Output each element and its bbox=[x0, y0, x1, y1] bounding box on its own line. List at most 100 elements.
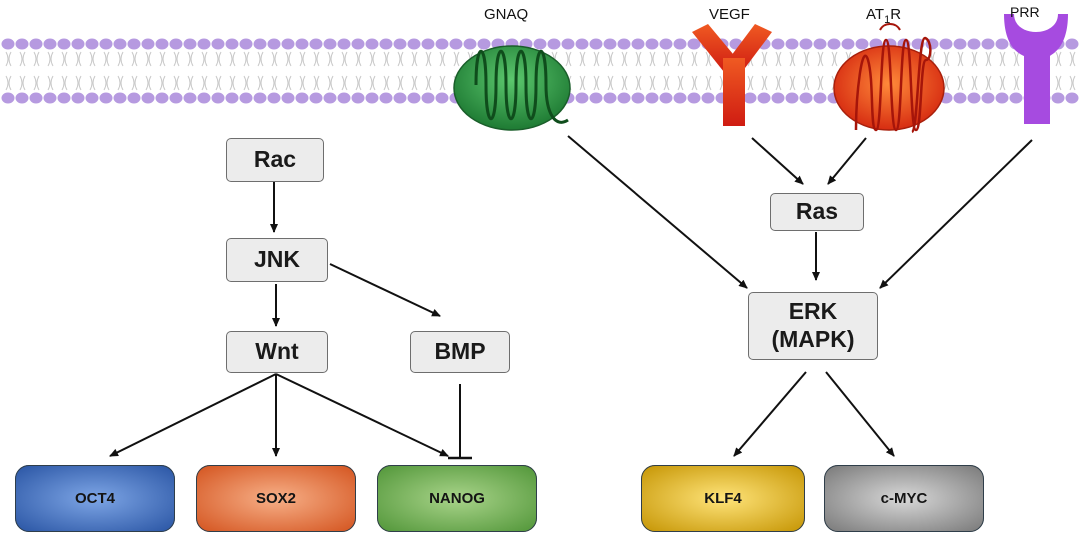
lipid-head bbox=[379, 92, 393, 104]
lipid-tail bbox=[1069, 75, 1073, 91]
lipid-head bbox=[449, 38, 463, 50]
lipid-tail bbox=[1016, 51, 1020, 67]
lipid-head bbox=[981, 92, 995, 104]
lipid-tail bbox=[442, 51, 446, 67]
lipid-tail bbox=[204, 51, 208, 67]
lipid-tail bbox=[1072, 75, 1076, 91]
prr-receptor bbox=[1004, 14, 1068, 124]
lipid-head bbox=[169, 92, 183, 104]
arrow-vegf-to-ras bbox=[751, 137, 804, 185]
lipid-tail bbox=[344, 75, 348, 91]
arrow-at1r-to-ras bbox=[827, 137, 867, 185]
lipid-tail bbox=[274, 51, 278, 67]
lipid-head bbox=[309, 92, 323, 104]
at1r-label-subscript: 1 bbox=[884, 14, 891, 26]
lipid-head bbox=[575, 38, 589, 50]
lipid-tail bbox=[974, 51, 978, 67]
erk-label: ERK bbox=[788, 298, 838, 325]
lipid-tail bbox=[299, 75, 303, 91]
lipid-tail bbox=[131, 51, 135, 67]
lipid-tail bbox=[988, 75, 992, 91]
lipid-tail bbox=[778, 75, 782, 91]
lipid-tail bbox=[78, 51, 82, 67]
lipid-tail bbox=[47, 51, 51, 67]
lipid-head bbox=[995, 92, 1009, 104]
lipid-tail bbox=[201, 75, 205, 91]
lipid-tail bbox=[414, 75, 418, 91]
lipid-tail bbox=[50, 75, 54, 91]
lipid-tail bbox=[355, 75, 359, 91]
lipid-head bbox=[813, 92, 827, 104]
lipid-head bbox=[197, 38, 211, 50]
lipid-head bbox=[197, 92, 211, 104]
lipid-head bbox=[589, 38, 603, 50]
vegf-label: VEGF bbox=[709, 6, 750, 23]
lipid-head bbox=[841, 38, 855, 50]
lipid-tail bbox=[229, 51, 233, 67]
lipid-head bbox=[421, 92, 435, 104]
lipid-head bbox=[589, 92, 603, 104]
lipid-tail bbox=[257, 75, 261, 91]
lipid-head bbox=[953, 38, 967, 50]
lipid-head bbox=[645, 38, 659, 50]
lipid-tail bbox=[663, 75, 667, 91]
lipid-tail bbox=[400, 51, 404, 67]
lipid-head bbox=[169, 38, 183, 50]
lipid-tail bbox=[960, 75, 964, 91]
lipid-tail bbox=[1069, 51, 1073, 67]
lipid-head bbox=[29, 92, 43, 104]
lipid-tail bbox=[64, 75, 68, 91]
vegf-receptor bbox=[692, 24, 772, 126]
lipid-tail bbox=[330, 51, 334, 67]
lipid-tail bbox=[1016, 75, 1020, 91]
lipid-tail bbox=[218, 51, 222, 67]
lipid-tail bbox=[624, 75, 628, 91]
lipid-head bbox=[687, 38, 701, 50]
lipid-head bbox=[827, 38, 841, 50]
lipid-tail bbox=[582, 51, 586, 67]
lipid-tail bbox=[680, 51, 684, 67]
lipid-tail bbox=[162, 51, 166, 67]
lipid-tail bbox=[78, 75, 82, 91]
klf4-box: KLF4 bbox=[641, 465, 805, 532]
lipid-tail bbox=[299, 51, 303, 67]
arrows bbox=[109, 135, 1033, 460]
lipid-tail bbox=[778, 51, 782, 67]
lipid-tail bbox=[341, 75, 345, 91]
lipid-tail bbox=[789, 75, 793, 91]
lipid-head bbox=[57, 38, 71, 50]
at1r-label-prefix: AT bbox=[866, 6, 885, 23]
lipid-head bbox=[393, 38, 407, 50]
lipid-head bbox=[85, 92, 99, 104]
lipid-head bbox=[785, 38, 799, 50]
lipid-tail bbox=[1055, 75, 1059, 91]
lipid-tail bbox=[596, 75, 600, 91]
lipid-head bbox=[57, 92, 71, 104]
lipid-tail bbox=[61, 51, 65, 67]
lipid-tail bbox=[425, 75, 429, 91]
lipid-head bbox=[799, 92, 813, 104]
lipid-tail bbox=[621, 51, 625, 67]
nanog-box-fill bbox=[377, 465, 537, 532]
lipid-tail bbox=[568, 51, 572, 67]
lipid-head bbox=[43, 38, 57, 50]
lipid-head bbox=[225, 92, 239, 104]
lipid-tail bbox=[271, 51, 275, 67]
lipid-tail bbox=[680, 75, 684, 91]
lipid-head bbox=[183, 92, 197, 104]
lipid-tail bbox=[750, 75, 754, 91]
lipid-tail bbox=[691, 75, 695, 91]
lipid-head bbox=[239, 92, 253, 104]
lipid-head bbox=[477, 38, 491, 50]
lipid-tail bbox=[677, 75, 681, 91]
lipid-tail bbox=[162, 75, 166, 91]
lipid-tail bbox=[316, 51, 320, 67]
lipid-tail bbox=[764, 51, 768, 67]
lipid-tail bbox=[274, 75, 278, 91]
lipid-tail bbox=[75, 51, 79, 67]
lipid-tail bbox=[288, 51, 292, 67]
cmyc-box-fill bbox=[824, 465, 984, 532]
lipid-head bbox=[743, 92, 757, 104]
at1r-receptor bbox=[833, 23, 945, 134]
lipid-head bbox=[771, 38, 785, 50]
